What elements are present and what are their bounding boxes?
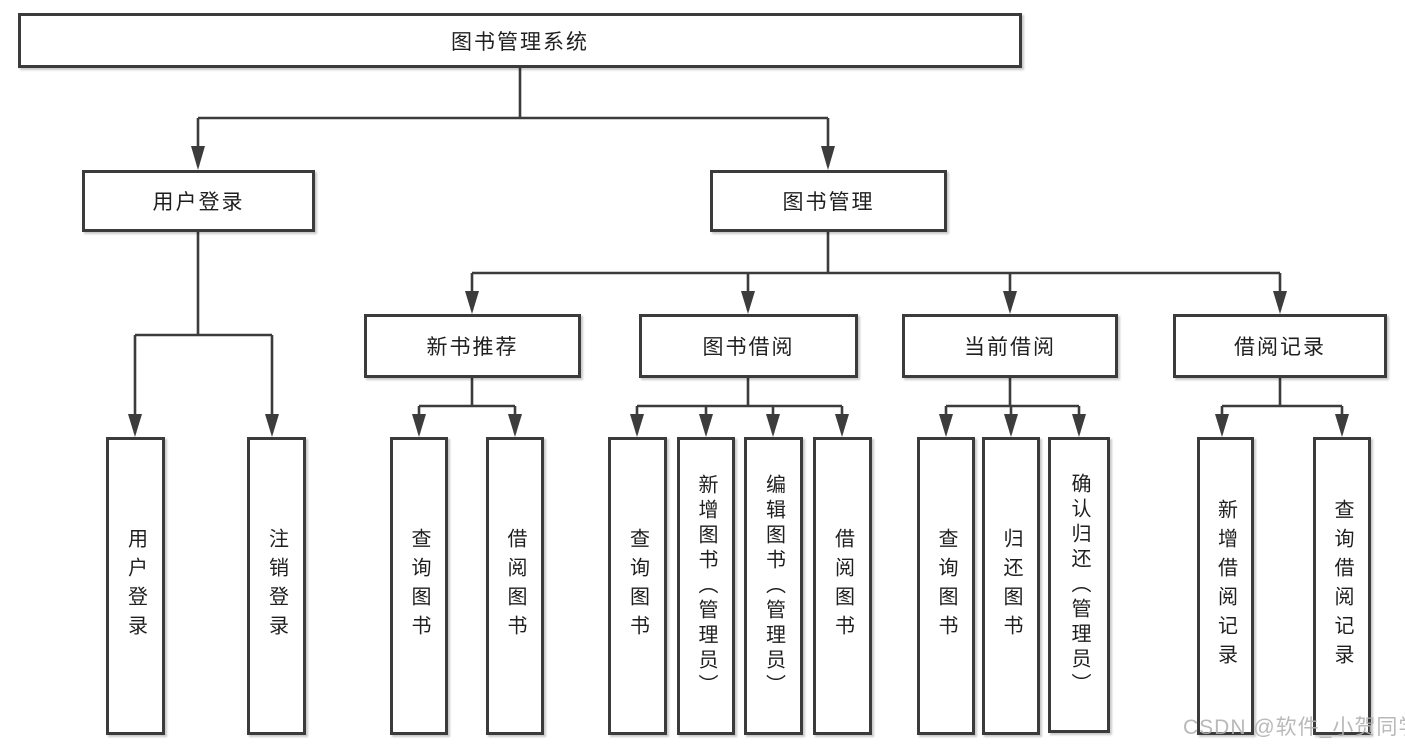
node-label: 借阅图书 bbox=[831, 528, 854, 644]
node-label: 新增图书（管理员） bbox=[695, 473, 717, 699]
node-label: 查询图书 bbox=[408, 528, 430, 644]
node-label: 借阅图书 bbox=[504, 528, 526, 644]
leaf-add-borrow-record: 新增借阅记录 bbox=[1197, 437, 1254, 735]
node-label: 当前借阅 bbox=[964, 336, 1056, 359]
node-label: 图书借阅 bbox=[702, 336, 795, 359]
node-root-library-system: 图书管理系统 bbox=[18, 13, 1022, 68]
node-label: 用户登录 bbox=[152, 191, 245, 214]
node-label: 归还图书 bbox=[1000, 528, 1022, 644]
node-current-borrow: 当前借阅 bbox=[902, 314, 1118, 378]
arrowheads bbox=[128, 146, 1349, 437]
node-user-login: 用户登录 bbox=[82, 170, 315, 232]
leaf-query-borrow-record: 查询借阅记录 bbox=[1313, 437, 1371, 735]
node-label: 确认归还（管理员） bbox=[1068, 472, 1090, 698]
node-label: 查询图书 bbox=[626, 528, 649, 644]
csdn-watermark: CSDN @软件_小贺同学 bbox=[1183, 716, 1405, 739]
node-label: 查询借阅记录 bbox=[1331, 499, 1353, 673]
node-label: 图书管理系统 bbox=[451, 30, 589, 54]
node-label: 借阅记录 bbox=[1234, 336, 1326, 359]
node-borrow-records: 借阅记录 bbox=[1173, 314, 1387, 378]
node-book-borrow: 图书借阅 bbox=[639, 314, 858, 378]
node-new-book-recommend: 新书推荐 bbox=[364, 314, 581, 378]
node-label: 注销登录 bbox=[265, 528, 288, 644]
leaf-borrow-books-borrow: 借阅图书 bbox=[813, 437, 872, 735]
leaf-confirm-return-admin: 确认归还（管理员） bbox=[1048, 437, 1110, 733]
leaf-query-books-recommend: 查询图书 bbox=[390, 437, 448, 735]
leaf-query-books-borrow: 查询图书 bbox=[608, 437, 667, 735]
node-label: 新书推荐 bbox=[426, 336, 519, 359]
node-label: 查询图书 bbox=[935, 528, 957, 644]
leaf-borrow-books-recommend: 借阅图书 bbox=[486, 437, 544, 735]
node-label: 用户登录 bbox=[124, 528, 147, 644]
leaf-user-login: 用户登录 bbox=[106, 437, 165, 735]
node-label: 图书管理 bbox=[782, 191, 875, 214]
leaf-logout-login: 注销登录 bbox=[247, 437, 306, 735]
leaf-query-books-current: 查询图书 bbox=[917, 437, 975, 735]
leaf-return-books: 归还图书 bbox=[982, 437, 1040, 735]
node-book-management: 图书管理 bbox=[710, 170, 947, 232]
leaf-add-book-admin: 新增图书（管理员） bbox=[677, 437, 735, 735]
node-label: 新增借阅记录 bbox=[1214, 499, 1237, 673]
node-label: 编辑图书（管理员） bbox=[762, 473, 785, 699]
leaf-edit-book-admin: 编辑图书（管理员） bbox=[744, 437, 803, 735]
